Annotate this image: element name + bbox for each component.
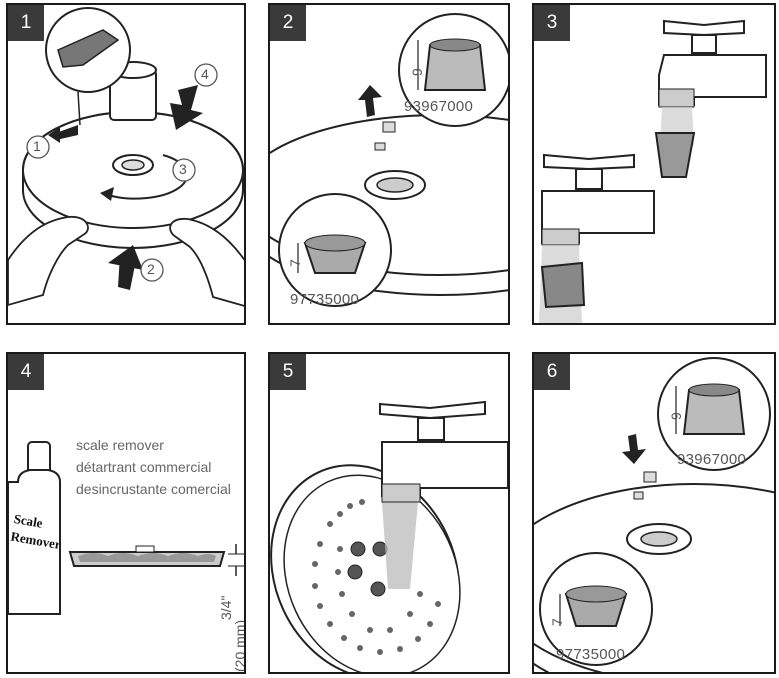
depth-metric: (20 mm) [232,619,246,672]
dimension-9: 9 [409,68,425,76]
step-4-panel: 4 Scale Remover scale remover détartrant… [6,352,246,674]
step-6-panel: 6 9 93967000 7 97735000 [532,352,776,674]
strainer-icon [682,389,746,435]
dimension-9: 9 [668,412,684,420]
step-4-illustration [8,441,244,615]
arrow-up-icon [358,85,382,117]
step-2-panel: 2 9 93967000 7 97735000 [268,3,510,325]
arrow-down-icon [622,434,646,464]
arrow-down-icon [170,85,203,130]
faucet-icon [658,19,767,108]
callout-1: 1 [33,138,41,154]
dimension-7: 7 [287,259,303,267]
callout-3: 3 [179,161,187,177]
callout-2: 2 [147,261,155,277]
step-3-panel: 3 [532,3,776,325]
strainer-icon [654,132,696,178]
text-line-fr: détartrant commercial [76,459,212,475]
step-5-illustration [270,400,508,672]
faucet-icon [541,153,655,246]
arrow-up-icon [108,245,143,290]
step-3-illustration [539,19,767,323]
strainer-icon [423,44,487,91]
part-number-93967000: 93967000 [677,451,747,468]
step-number: 4 [8,354,44,390]
text-line-es: desincrustante comercial [76,481,231,497]
step-number: 3 [534,5,570,41]
tray-icon [68,545,226,567]
step-6-illustration [534,357,774,672]
step-1-illustration [8,7,244,307]
step-5-panel: 5 [268,352,510,674]
bottle-icon [8,441,61,615]
hand-icon [8,216,89,306]
text-line-en: scale remover [76,437,164,453]
step-number: 6 [534,354,570,390]
faucet-icon [379,400,508,503]
step-2-illustration [270,13,508,307]
part-number-97735000: 97735000 [290,291,360,308]
step-number: 5 [270,354,306,390]
callout-4: 4 [201,66,209,82]
step-1-panel: 1 1 2 3 4 [6,3,246,325]
dimension-7: 7 [549,618,565,626]
strainer-icon [540,261,586,309]
part-number-93967000: 93967000 [404,98,474,115]
part-number-97735000: 97735000 [556,646,626,663]
scale-remover-text: scale remover détartrant commercial desi… [76,434,231,500]
depth-imperial: 3/4" [218,595,234,620]
hand-icon [169,218,244,307]
step-number: 1 [8,5,44,41]
showerhead-icon [270,464,461,672]
step-number: 2 [270,5,306,41]
